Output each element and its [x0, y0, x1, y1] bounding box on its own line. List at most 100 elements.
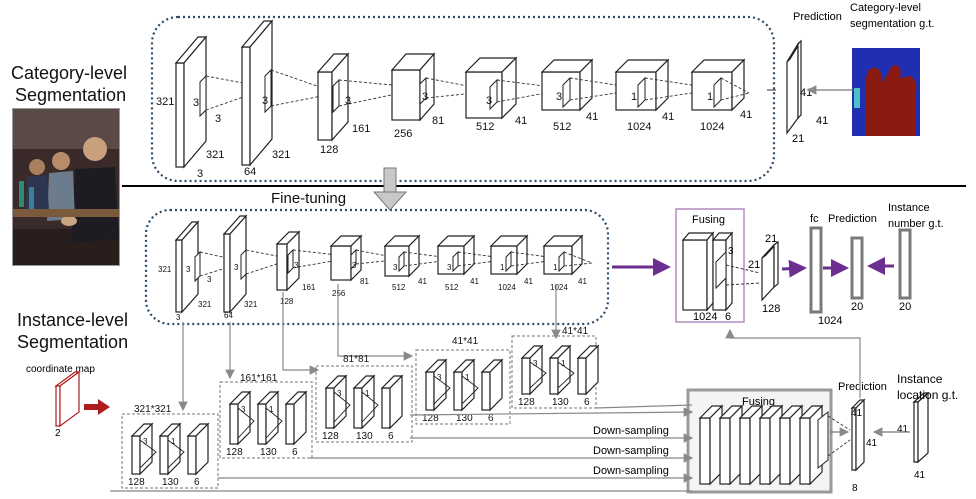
location-group-1-slab-1	[130, 422, 154, 476]
location-gt-label-1: Instance	[897, 372, 943, 386]
category-depth-2: 321	[272, 149, 290, 161]
instance-depth-7: 41	[524, 277, 533, 286]
location-group-3-ch-2: 130	[356, 431, 373, 442]
fusing-top-box	[675, 208, 745, 323]
location-group-5-k2: 1	[561, 359, 566, 368]
instance-proj-a-7	[510, 251, 564, 260]
category-channels-5: 512	[476, 121, 494, 133]
location-group-1-ch-2: 130	[162, 477, 179, 488]
category-depth-7: 41	[662, 111, 674, 123]
location-group-4-k1: 3	[437, 373, 442, 382]
location-prediction-slab	[850, 398, 866, 472]
instance-proj-b-4	[355, 258, 404, 265]
category-pred-dim-1: 41	[800, 87, 812, 99]
location-group-title-1: 321*321	[134, 404, 172, 415]
fc-label: fc	[810, 213, 819, 225]
location-group-4-proj-2	[461, 375, 479, 406]
instance-channels-7: 1024	[498, 283, 516, 292]
location-group-2-ch-3: 6	[292, 447, 298, 458]
location-group-2	[219, 381, 313, 459]
category-channels-4: 256	[394, 128, 412, 140]
category-layer-8	[690, 58, 746, 112]
instance-depth-4: 81	[360, 277, 369, 286]
fc-bar	[809, 226, 823, 314]
location-gt-dim-2: 41	[914, 470, 926, 481]
location-gt-label-2: location g.t.	[897, 388, 958, 402]
category-kernel-label-2: 3	[262, 95, 268, 107]
category-proj-a-1	[205, 75, 270, 89]
instance-proj-b-1	[199, 261, 246, 277]
location-group-4-proj-1	[433, 375, 451, 406]
location-group-title-3: 81*81	[343, 354, 370, 365]
instance-layer-6	[436, 234, 476, 276]
instance-branch-group	[144, 208, 610, 326]
instance-layer-5	[383, 234, 421, 278]
fusing-top-proj-2	[725, 282, 761, 286]
location-group-5-slab-2	[548, 344, 572, 396]
location-group-3-ch-3: 6	[388, 431, 394, 442]
location-group-1-k2: 1	[171, 437, 176, 446]
instance-gt-label-1: Instance	[888, 202, 930, 214]
fusing-top-ch2: 6	[725, 311, 731, 323]
fusing-top-out-depth: 21	[748, 259, 760, 271]
location-group-4-ch-1: 128	[422, 413, 439, 424]
instance-proj-a-2	[245, 249, 293, 260]
location-group-5-proj-1	[529, 361, 547, 390]
instance-feed-arrow-4	[337, 284, 414, 361]
location-group-1-proj-1	[139, 439, 157, 470]
instance-proj-b-7	[510, 258, 564, 267]
coordinate-map-dim: 2	[55, 428, 61, 439]
category-channels-7: 1024	[627, 121, 651, 133]
fine-tuning-label: Fine-tuning	[271, 190, 346, 207]
fusing-bottom-slab-5	[778, 404, 804, 486]
location-group-3-slab-3	[380, 374, 404, 430]
instance-kernel-label-4: 3	[352, 261, 357, 270]
location-group-4-k2: 1	[465, 373, 470, 382]
downsampling-label-1: Down-sampling	[593, 425, 669, 437]
category-kernel-label-4: 3	[422, 91, 428, 103]
location-group-2-slab-2	[256, 390, 280, 446]
fusing-top-out-side: 21	[765, 233, 777, 245]
category-layer-1	[174, 35, 208, 169]
category-kernel-label-7: 1	[631, 91, 637, 103]
fusing-top-output-slab	[761, 240, 779, 302]
coordinate-map-slab	[54, 370, 81, 428]
location-group-title-5: 41*41	[562, 326, 589, 337]
category-depth-6: 41	[586, 111, 598, 123]
location-group-5-proj-2	[557, 361, 575, 390]
fine-tuning-arrow	[372, 167, 408, 211]
category-gt-image	[852, 48, 920, 136]
location-prediction-label: Prediction	[838, 381, 887, 393]
fusing-top-slab-2	[711, 231, 734, 312]
instance-depth-1: 321	[198, 300, 212, 309]
category-channels-1: 3	[197, 168, 203, 180]
location-group-2-proj-2	[265, 407, 283, 440]
downsampling-label-3: Down-sampling	[593, 465, 669, 477]
location-group-5-slab-1	[520, 344, 544, 396]
category-kernel-label-8: 1	[707, 91, 713, 103]
location-group-5-ch-3: 6	[584, 397, 590, 408]
location-group-3-proj-2	[361, 391, 379, 424]
category-channels-8: 1024	[700, 121, 724, 133]
instance-proj-a-4	[355, 249, 404, 260]
instance-kernel-label-1: 3	[186, 265, 191, 274]
instance-depth-3: 161	[302, 283, 316, 292]
instance-proj-b-6	[457, 258, 511, 267]
category-proj-a-8	[720, 77, 750, 94]
location-group-5-ch-2: 130	[552, 397, 569, 408]
location-to-fusing-top-arrow	[725, 328, 861, 398]
category-branch-group	[150, 15, 776, 183]
location-group-4-ch-2: 130	[456, 413, 473, 424]
instance-kernel-label-7: 1	[500, 263, 505, 272]
downsampling-label-2: Down-sampling	[593, 445, 669, 457]
location-group-5-slab-3	[576, 344, 600, 396]
input-photo	[12, 108, 120, 266]
category-proj-a-5	[496, 79, 568, 90]
instance-layer-2	[222, 214, 248, 314]
category-kernel-label-1: 3	[193, 97, 199, 109]
coordinate-map-label: coordinate map	[26, 364, 95, 375]
category-layer-3	[316, 52, 350, 142]
location-group-3-ch-1: 128	[322, 431, 339, 442]
location-group-5-k1: 3	[533, 359, 538, 368]
category-proj-b-5	[496, 88, 568, 103]
